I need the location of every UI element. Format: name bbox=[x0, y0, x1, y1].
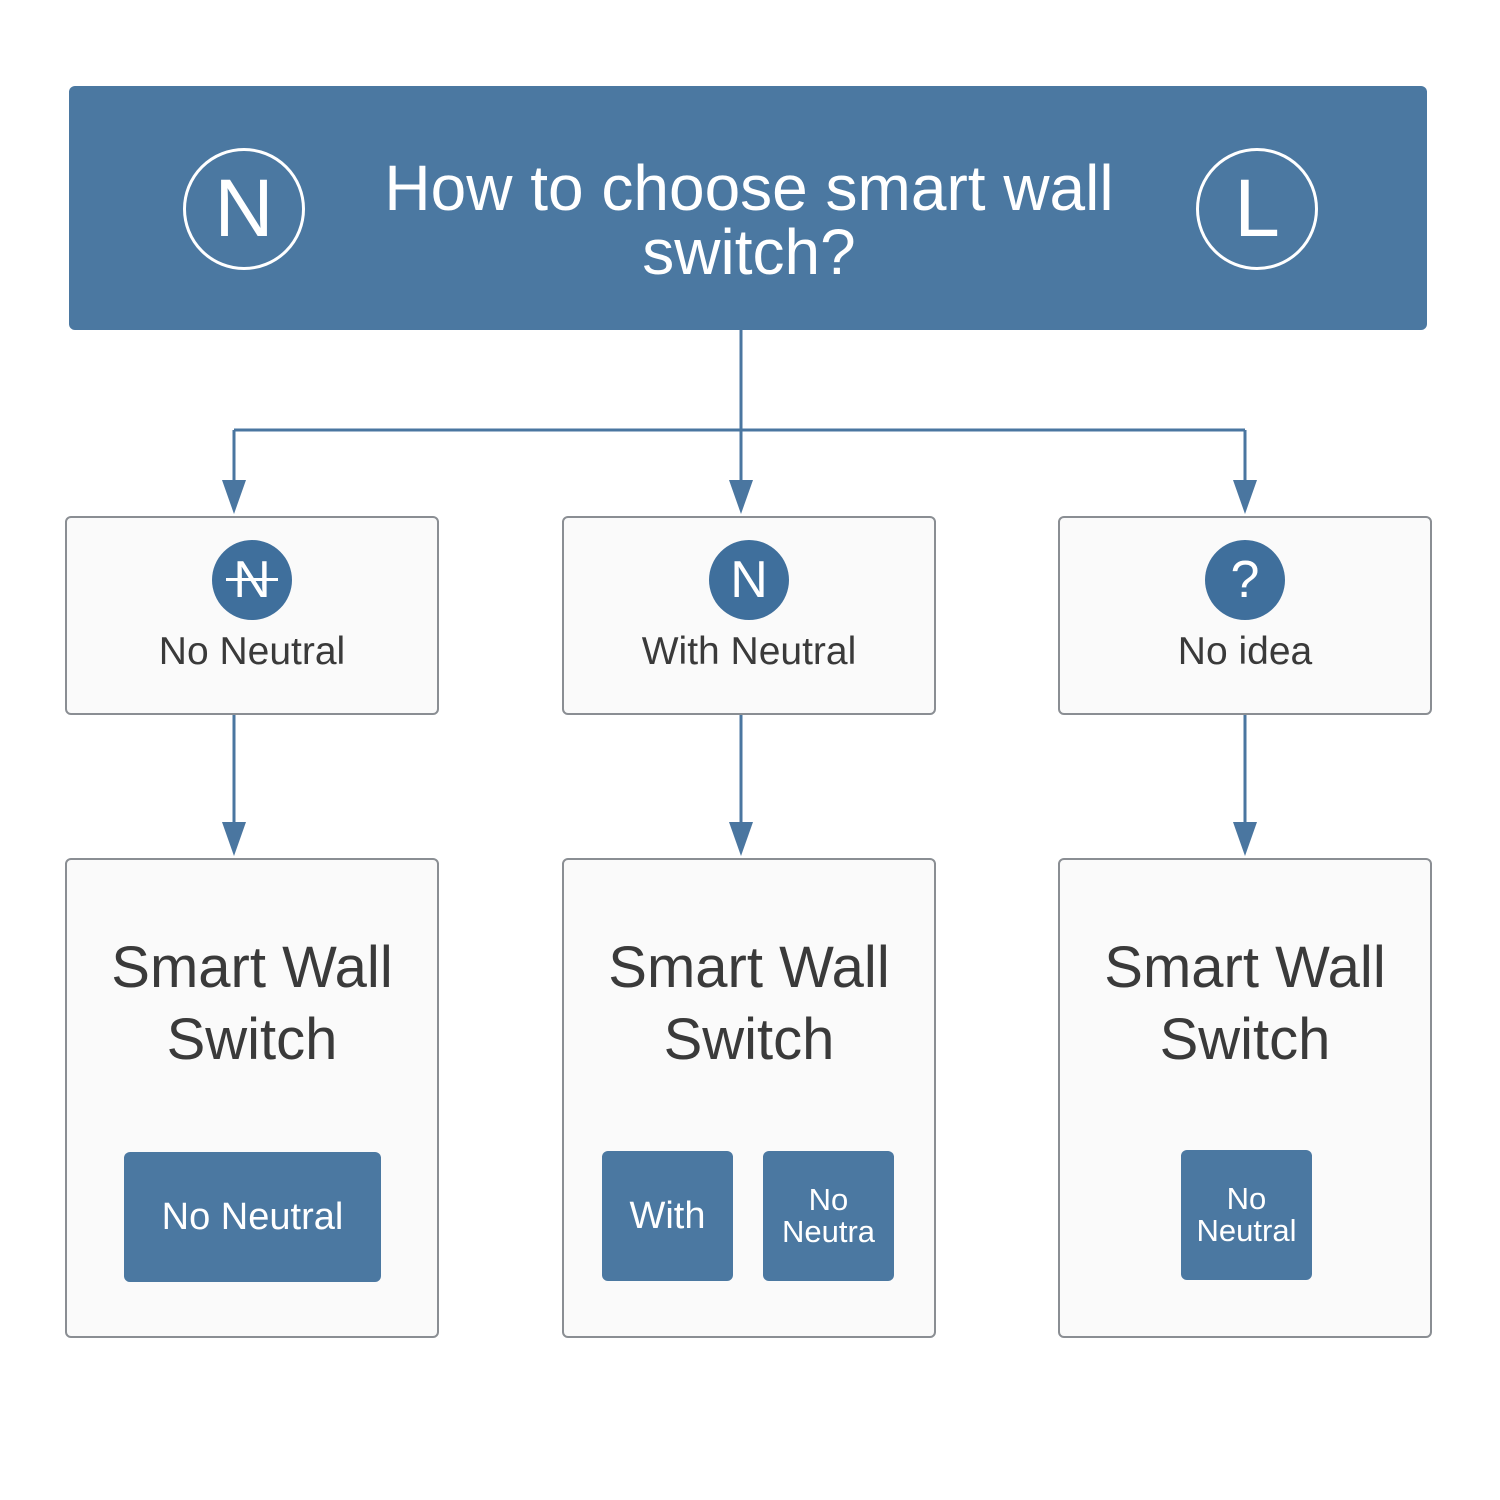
neutral-icon: N bbox=[709, 540, 789, 620]
arrow-head-result-3 bbox=[1233, 822, 1257, 856]
result-title: Smart Wall Switch bbox=[608, 935, 890, 1072]
neutral-crossed-icon: N bbox=[212, 540, 292, 620]
title-banner: N How to choose smart wall switch? L bbox=[69, 86, 1427, 330]
arrow-head-option-2 bbox=[729, 480, 753, 514]
result-title: Smart Wall Switch bbox=[111, 935, 393, 1072]
arrow-head-option-3 bbox=[1233, 480, 1257, 514]
result-title: Smart Wall Switch bbox=[1104, 935, 1386, 1072]
result-no-idea: Smart Wall Switch No Neutral bbox=[1058, 858, 1432, 1338]
arrow-heads bbox=[222, 430, 1257, 856]
tag-no-neutral: No Neutral bbox=[1181, 1150, 1312, 1280]
option-with-neutral: N With Neutral bbox=[562, 516, 936, 715]
question-icon: ? bbox=[1205, 540, 1285, 620]
option-label: No Neutral bbox=[158, 630, 346, 673]
option-label: With Neutral bbox=[641, 630, 857, 673]
arrow-head-option-1 bbox=[222, 480, 246, 514]
live-symbol-icon: L bbox=[1196, 148, 1318, 270]
neutral-symbol-icon: N bbox=[183, 148, 305, 270]
arrow-head-result-1 bbox=[222, 822, 246, 856]
tag-no-neutral: No Neutra bbox=[763, 1151, 894, 1281]
page-title: How to choose smart wall switch? bbox=[384, 152, 1114, 288]
tag-no-neutral: No Neutral bbox=[124, 1152, 381, 1282]
option-no-idea: ? No idea bbox=[1058, 516, 1432, 715]
result-no-neutral: Smart Wall Switch No Neutral bbox=[65, 858, 439, 1338]
result-with-neutral: Smart Wall Switch With No Neutra bbox=[562, 858, 936, 1338]
option-label: No idea bbox=[1177, 630, 1313, 673]
arrow-head-result-2 bbox=[729, 822, 753, 856]
tag-with: With bbox=[602, 1151, 733, 1281]
option-no-neutral: N No Neutral bbox=[65, 516, 439, 715]
